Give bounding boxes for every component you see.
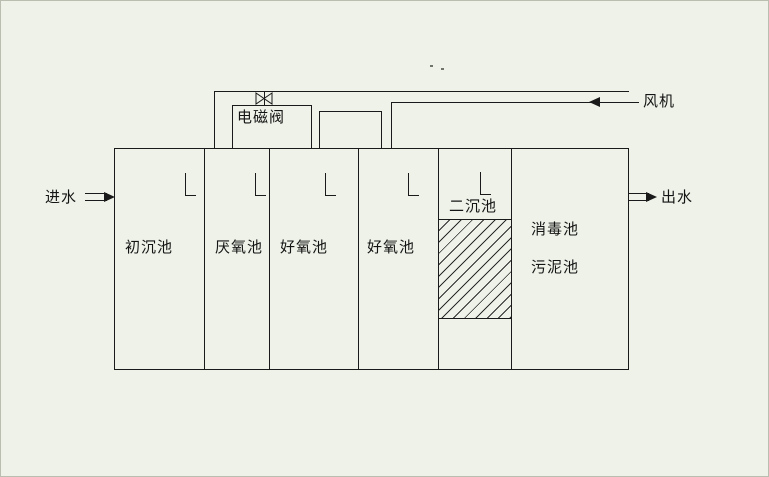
air-pipe-drop-right — [391, 102, 392, 148]
air-pipe-drop-left — [214, 91, 215, 148]
inlet-pipe-line-top — [85, 193, 107, 194]
solenoid-valve-box: 电磁阀 — [232, 105, 312, 149]
tank-label-sludge: 污泥池 — [531, 259, 580, 276]
fan-flow-left-arrow-icon — [589, 97, 600, 107]
inlet-arrow-icon — [104, 192, 115, 202]
divider-1 — [204, 148, 205, 369]
divider-3 — [358, 148, 359, 369]
diffuser-symbol-5 — [480, 172, 491, 195]
tank-label-aerobic-1: 好氧池 — [280, 239, 329, 256]
tank-label-secondary-sedimentation: 二沉池 — [449, 198, 498, 215]
diffuser-symbol-2 — [255, 173, 266, 196]
divider-4 — [438, 148, 439, 369]
tank-label-disinfection: 消毒池 — [531, 221, 580, 238]
fan-label: 风机 — [643, 93, 676, 110]
air-pipe-top-line — [214, 91, 629, 92]
diffuser-symbol-3 — [325, 173, 336, 196]
inlet-label: 进水 — [45, 189, 78, 206]
tank-label-aerobic-2: 好氧池 — [367, 239, 416, 256]
clarifier-hatch-area — [439, 219, 511, 319]
unlabeled-top-box — [319, 111, 382, 149]
inlet-pipe-line-bottom — [85, 200, 107, 201]
divider-5 — [511, 148, 512, 369]
divider-2 — [269, 148, 270, 369]
diffuser-symbol-4 — [408, 173, 419, 196]
diffuser-symbol-1 — [185, 173, 196, 196]
solenoid-valve-label: 电磁阀 — [237, 109, 286, 126]
tank-label-anaerobic: 厌氧池 — [215, 239, 264, 256]
outlet-arrow-icon — [646, 192, 657, 202]
artifact-dot — [441, 68, 444, 70]
tank-label-primary-sedimentation: 初沉池 — [125, 239, 174, 256]
air-pipe-lower-line — [391, 102, 639, 103]
outlet-pipe-line-top — [629, 193, 649, 194]
solenoid-valve-icon — [255, 92, 273, 110]
outlet-label: 出水 — [661, 189, 694, 206]
outlet-pipe-line-bottom — [629, 200, 649, 201]
artifact-dot — [430, 65, 433, 67]
